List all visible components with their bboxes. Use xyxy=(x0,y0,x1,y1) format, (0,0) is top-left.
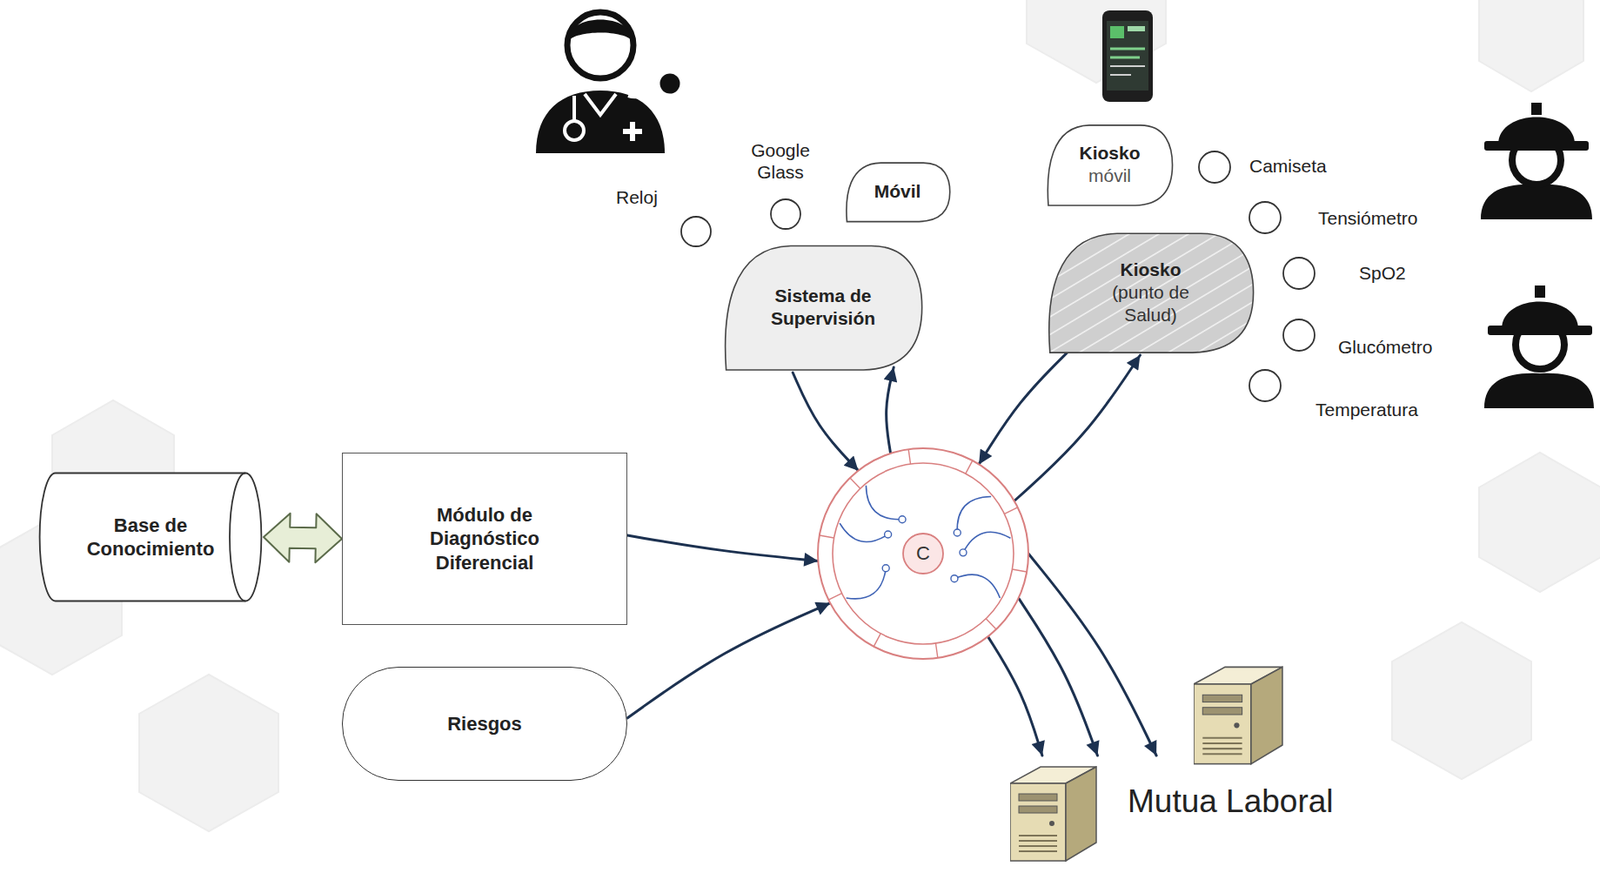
kiosk-shape: Kiosko(punto de Salud) xyxy=(1045,229,1256,355)
sensor-label: Glucómetro xyxy=(1338,335,1433,358)
mobile-kiosk-shape: Kioskomóvil xyxy=(1045,122,1174,208)
sensor-label: SpO2 xyxy=(1358,261,1406,284)
phone-icon xyxy=(1102,10,1153,102)
flow-arrow xyxy=(1028,553,1157,756)
server-icon xyxy=(1010,766,1097,861)
node-title: Módulo de Diagnóstico Diferencial xyxy=(397,502,572,576)
node-title: Riesgos xyxy=(447,711,523,737)
worker-icon xyxy=(1480,102,1593,220)
risk-terminal: Riesgos xyxy=(341,666,628,781)
flow-arrow xyxy=(886,367,895,454)
node-subtitle: móvil xyxy=(1088,164,1132,188)
double-arrow xyxy=(263,513,342,563)
flow-arrow xyxy=(1014,354,1141,502)
flow-arrow xyxy=(627,602,831,718)
sensor-label: Google Glass xyxy=(736,139,824,183)
process-box: Módulo de Diagnóstico Diferencial xyxy=(341,452,628,625)
node-title: Base de Conocimiento xyxy=(72,513,229,562)
node-title: Móvil xyxy=(874,180,922,203)
node-title: Sistema de Supervisión xyxy=(753,284,893,331)
flow-arrow xyxy=(1018,597,1098,756)
node-title: Mutua Laboral xyxy=(1127,781,1334,822)
supervision-shape: Sistema de Supervisión xyxy=(722,241,924,373)
sensor-label: Temperatura xyxy=(1315,398,1419,421)
flow-arrow xyxy=(987,635,1042,756)
hexagon-backdrop xyxy=(0,0,1600,831)
sensor-label: Reloj xyxy=(615,186,658,208)
flow-arrow xyxy=(627,535,818,561)
node-title: C xyxy=(916,541,931,566)
supervision-shape-outline xyxy=(722,241,924,373)
server-group: Mutua Laboral xyxy=(1010,755,1367,862)
sensor-circle xyxy=(681,151,1315,402)
sensor-label: Camiseta xyxy=(1249,154,1327,177)
hub-ring: C xyxy=(816,446,1031,661)
worker-icon xyxy=(1484,285,1594,409)
database-cylinder-outline xyxy=(37,471,264,603)
node-title: Kiosko xyxy=(1119,258,1181,282)
node-title: Kiosko xyxy=(1078,141,1140,165)
node-subtitle: (punto de Salud) xyxy=(1094,281,1208,328)
doctor-icon xyxy=(535,12,682,154)
flow-arrow xyxy=(978,348,1072,465)
sensor-label: Tensiómetro xyxy=(1318,207,1418,229)
server-icon xyxy=(1193,666,1283,764)
flow-arrow xyxy=(792,372,858,471)
mobile-shape: Móvil xyxy=(844,160,951,223)
database-cylinder: Base de Conocimiento xyxy=(37,471,264,603)
mobile-kiosk-shape-outline xyxy=(1045,122,1174,208)
